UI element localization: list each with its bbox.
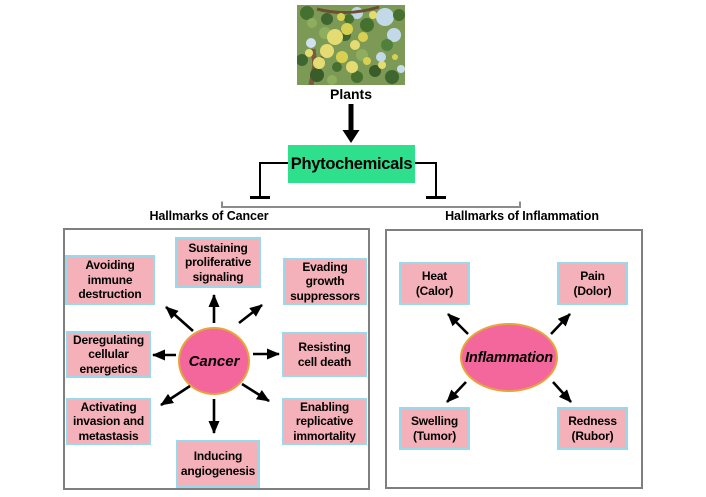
hallmark-box-heat-calor: Heat (Calor) bbox=[399, 262, 470, 305]
plants-photo bbox=[296, 5, 405, 86]
hallmark-box-inducing-angiogenesis: Inducing angiogenesis bbox=[176, 440, 260, 488]
plants-photo-art bbox=[296, 5, 405, 86]
inflammation-node: Inflammation bbox=[460, 323, 558, 392]
inhibition-connector-left bbox=[250, 162, 288, 199]
inhibition-connector-right bbox=[415, 162, 446, 199]
hallmark-box-pain-dolor: Pain (Dolor) bbox=[557, 262, 628, 305]
cancer-node: Cancer bbox=[178, 327, 250, 395]
hallmark-box-swelling-tumor: Swelling (Tumor) bbox=[399, 407, 470, 450]
phytochemicals-box: Phytochemicals bbox=[288, 145, 415, 183]
inflammation-panel-header: Hallmarks of Inflammation bbox=[445, 209, 599, 223]
panels-bracket-line bbox=[221, 201, 521, 208]
cancer-panel-header: Hallmarks of Cancer bbox=[149, 209, 269, 223]
hallmark-box-sustaining-proliferative-signaling: Sustaining proliferative signaling bbox=[175, 237, 261, 288]
hallmark-box-enabling-replicative-immortality: Enabling replicative immortality bbox=[282, 398, 367, 445]
plants-label: Plants bbox=[329, 86, 372, 102]
hallmark-box-deregulating-cellular-energetics: Deregulating cellular energetics bbox=[66, 331, 151, 378]
hallmark-box-avoiding-immune-destruction: Avoiding immune destruction bbox=[65, 255, 155, 305]
plants-to-phytochemicals-arrow bbox=[342, 104, 360, 143]
hallmark-box-resisting-cell-death: Resisting cell death bbox=[282, 332, 367, 377]
hallmark-box-evading-growth-suppressors: Evading growth suppressors bbox=[283, 258, 367, 305]
hallmark-box-activating-invasion-metastasis: Activating invasion and metastasis bbox=[66, 398, 151, 445]
hallmark-box-redness-rubor: Redness (Rubor) bbox=[557, 407, 628, 450]
